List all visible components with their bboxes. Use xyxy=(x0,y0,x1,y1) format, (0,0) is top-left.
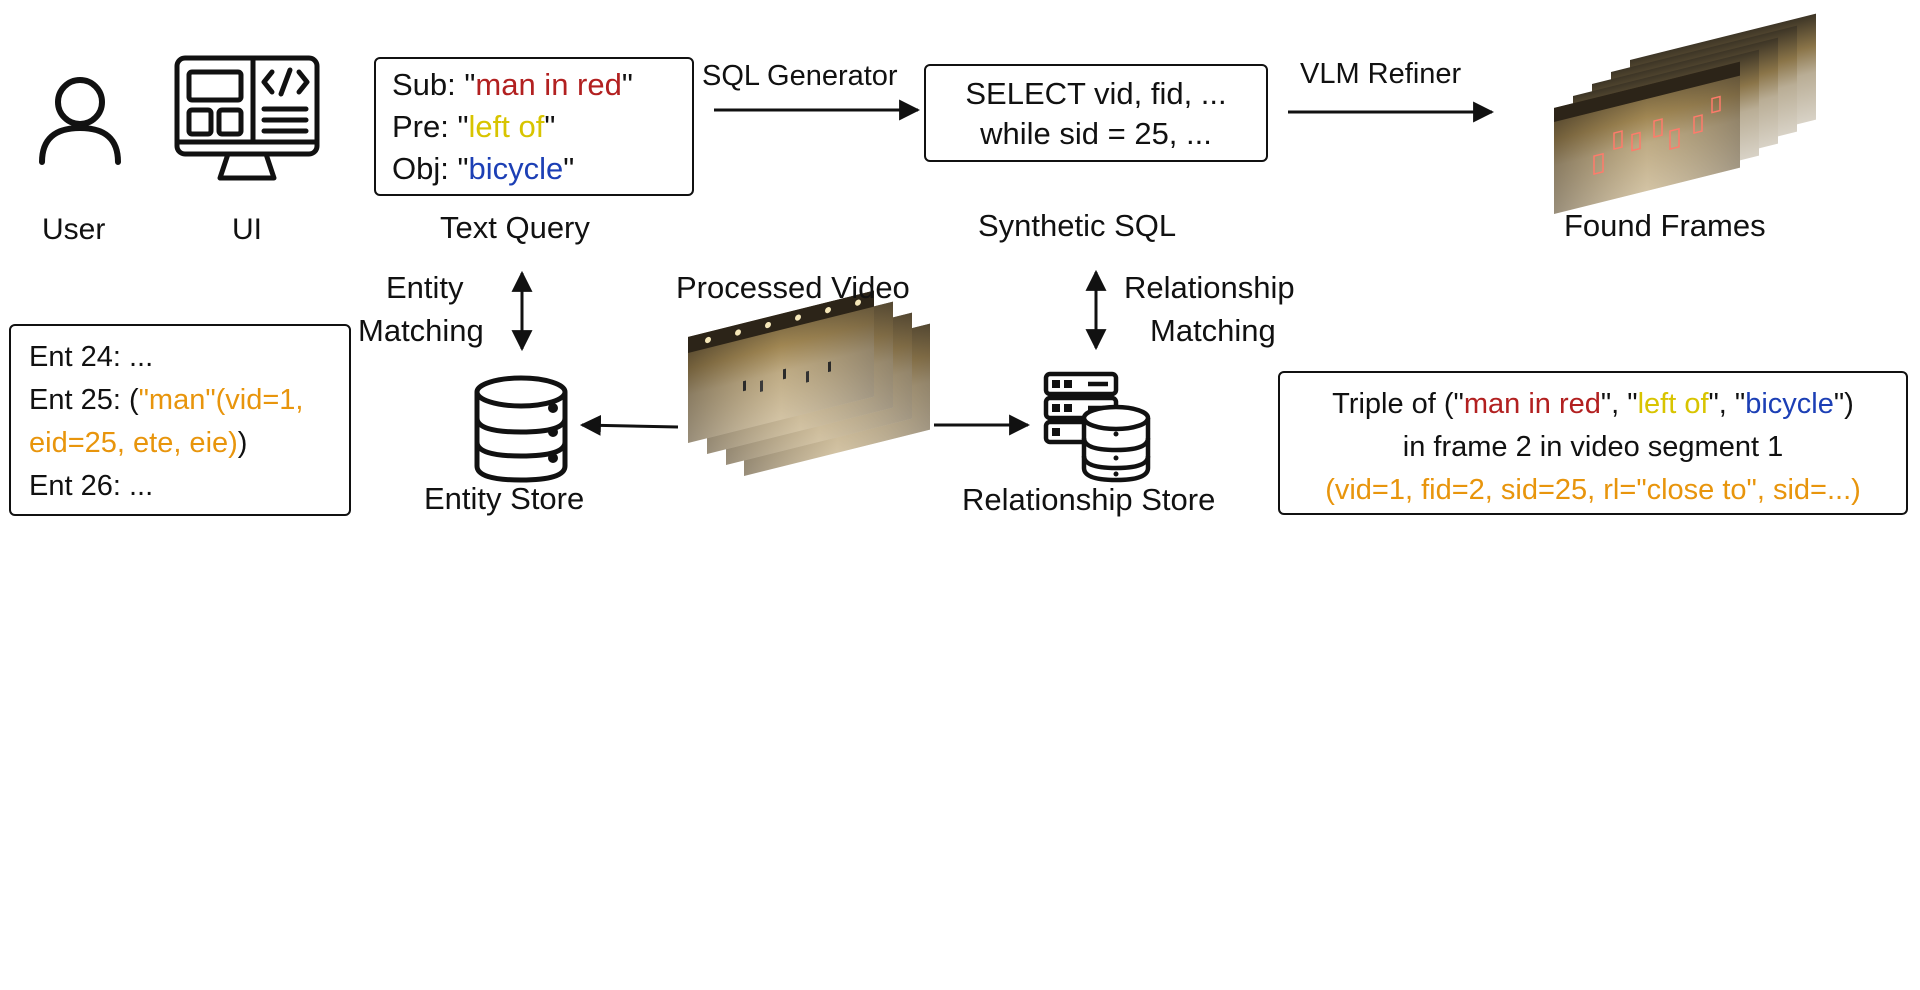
synthetic-sql-caption: Synthetic SQL xyxy=(978,208,1177,243)
triple-line-2: in frame 2 in video segment 1 xyxy=(1402,431,1784,463)
sql-generator-label: SQL Generator xyxy=(702,60,898,92)
query-object-value: bicycle xyxy=(468,151,564,186)
text-query-caption: Text Query xyxy=(440,210,590,245)
triple-line-1: Triple of ("man in red", "left of", "bic… xyxy=(1332,388,1854,420)
entity-row-24: Ent 24: ... xyxy=(29,341,154,373)
entity-row-26: Ent 26: ... xyxy=(29,470,154,502)
query-predicate-line: Pre: "left of" xyxy=(392,109,556,144)
triple-line-3: (vid=1, fid=2, sid=25, rl="close to", si… xyxy=(1325,474,1861,506)
entity-matching-label-1: Entity xyxy=(386,270,464,305)
query-subject-value: man in red xyxy=(475,67,622,102)
query-object-line: Obj: "bicycle" xyxy=(392,151,575,186)
found-frames-label: Found Frames xyxy=(1564,208,1766,243)
triple-subject: man in red xyxy=(1463,388,1601,420)
ui-monitor-icon xyxy=(174,55,320,181)
triple-object: bicycle xyxy=(1745,388,1834,420)
sql-line-2: while sid = 25, ... xyxy=(980,116,1212,151)
query-subject-line: Sub: "man in red" xyxy=(392,67,633,102)
ui-label: UI xyxy=(232,213,262,246)
entity-25-detail: "man"(vid=1, xyxy=(138,384,304,416)
sql-line-1: SELECT vid, fid, ... xyxy=(965,76,1227,111)
entity-matching-label-2: Matching xyxy=(358,313,484,348)
database-icon xyxy=(474,375,568,483)
processed-video-label: Processed Video xyxy=(676,270,910,305)
query-predicate-value: left of xyxy=(468,109,545,144)
relationship-matching-label-2: Matching xyxy=(1150,313,1276,348)
text-query-box: Sub: "man in red" Pre: "left of" Obj: "b… xyxy=(374,57,694,196)
relationship-matching-label-1: Relationship xyxy=(1124,270,1295,305)
user-label: User xyxy=(42,213,106,246)
synthetic-sql-box: SELECT vid, fid, ... while sid = 25, ... xyxy=(924,64,1268,162)
triple-predicate: left of xyxy=(1637,388,1709,420)
vlm-refiner-label: VLM Refiner xyxy=(1300,58,1462,90)
entity-row-25-cont: eid=25, ete, eie)) xyxy=(29,427,248,459)
entity-store-label: Entity Store xyxy=(424,481,585,516)
user-icon xyxy=(39,77,121,165)
arrow-video-to-entity-store xyxy=(579,414,679,436)
server-database-icon xyxy=(1043,371,1151,483)
found-frames-stack xyxy=(1554,13,1816,214)
relationship-store-label: Relationship Store xyxy=(962,482,1216,517)
triple-box: Triple of ("man in red", "left of", "bic… xyxy=(1278,371,1908,515)
entity-list-box: Ent 24: ... Ent 25: ("man"(vid=1, eid=25… xyxy=(9,324,351,516)
processed-video-frames xyxy=(688,290,930,476)
entity-row-25: Ent 25: ("man"(vid=1, xyxy=(29,384,304,416)
